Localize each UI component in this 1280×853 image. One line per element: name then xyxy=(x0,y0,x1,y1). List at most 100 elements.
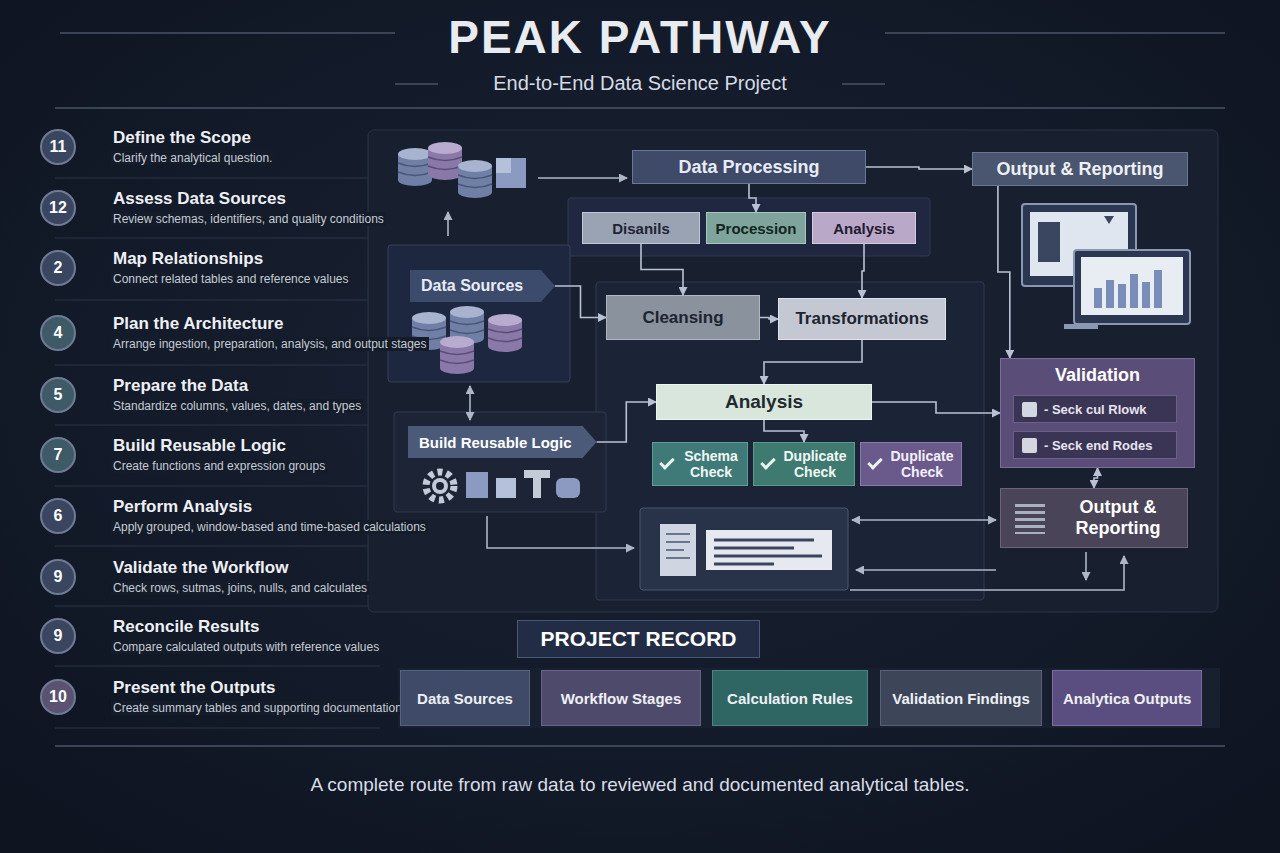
document-illustration xyxy=(666,534,690,558)
step-number: 9 xyxy=(40,618,76,654)
list-icon xyxy=(1015,504,1045,534)
list-icon xyxy=(1022,438,1037,453)
monitor-illustration xyxy=(1038,222,1060,262)
block-icons xyxy=(556,478,580,498)
flow-arrow xyxy=(469,386,471,420)
record-tab: Workflow Stages xyxy=(541,670,701,726)
connector xyxy=(764,420,804,442)
logic-tag: Build Reusable Logic xyxy=(408,426,597,458)
step-separators xyxy=(55,238,380,239)
output-box: Output & Reporting xyxy=(972,152,1188,186)
flow-arrow xyxy=(447,212,449,236)
step-separators xyxy=(55,728,380,729)
node-text: 6 xyxy=(54,507,63,525)
connector xyxy=(872,402,1000,413)
step-separators xyxy=(55,606,380,607)
record-heading: PROJECT RECORD xyxy=(517,620,760,658)
node-text: PROJECT RECORD xyxy=(540,627,736,651)
node-text: 4 xyxy=(54,324,63,342)
node-text: 2 xyxy=(54,259,63,277)
node-text: Data Processing xyxy=(678,157,819,178)
monitor-illustration xyxy=(1074,250,1190,324)
document-illustration xyxy=(640,508,848,590)
node-text: Output & Reporting xyxy=(1057,497,1179,539)
gear-icon xyxy=(436,482,444,490)
database-icon xyxy=(458,160,492,198)
block-icons xyxy=(533,478,541,498)
stage-box: Analysis xyxy=(812,212,916,244)
node-text: - Seck end Rodes xyxy=(1044,438,1152,453)
rule-lines xyxy=(55,745,1225,747)
gear-icon xyxy=(426,472,454,500)
node-text: - Seck cul Rlowk xyxy=(1044,402,1147,417)
monitor-illustration xyxy=(1094,270,1162,308)
node-text: 9 xyxy=(54,568,63,586)
check-icon xyxy=(867,454,883,470)
check-icon xyxy=(760,454,776,470)
node-text: Analysis xyxy=(833,220,895,237)
check-icon xyxy=(659,454,675,470)
record-tab: Data Sources xyxy=(400,670,530,726)
step-heading: Validate the Workflow xyxy=(113,558,288,578)
node-text: 5 xyxy=(54,386,63,404)
node-text: 10 xyxy=(49,688,67,706)
sources-panel xyxy=(388,245,570,382)
check-box: Schema Check xyxy=(652,442,748,486)
step-heading: Build Reusable Logic xyxy=(113,436,286,456)
node-text: Output & Reporting xyxy=(997,159,1164,180)
step-heading: Perform Analysis xyxy=(113,497,252,517)
monitor-illustration xyxy=(1022,204,1190,329)
step-description: Review schemas, identifiers, and quality… xyxy=(111,212,386,226)
step-description: Create functions and expression groups xyxy=(111,459,327,473)
analysis-box: Analysis xyxy=(656,384,872,420)
connector xyxy=(760,318,778,320)
record-tab: Analytica Outputs xyxy=(1052,670,1202,726)
database-icon xyxy=(428,142,462,180)
monitor-illustration xyxy=(1118,284,1126,308)
monitor-illustration xyxy=(1081,257,1183,315)
monitor-illustration xyxy=(1094,288,1102,308)
rule-lines xyxy=(55,107,1225,109)
step-description: Apply grouped, window-based and time-bas… xyxy=(111,520,428,534)
connector xyxy=(998,186,1010,358)
step-separators xyxy=(55,486,380,487)
check-box: Duplicate Check xyxy=(860,442,962,486)
step-heading: Prepare the Data xyxy=(113,376,248,396)
step-heading: Define the Scope xyxy=(113,128,251,148)
step-number: 12 xyxy=(40,190,76,226)
node-text: Validation Findings xyxy=(892,690,1030,707)
process-box: Data Processing xyxy=(632,150,866,184)
step-separators xyxy=(55,365,380,366)
step-number: 6 xyxy=(40,498,76,534)
database-icon xyxy=(440,336,474,374)
node-text: Validation xyxy=(1001,365,1194,386)
step-separators xyxy=(55,666,380,667)
record-tab: Calculation Rules xyxy=(712,670,868,726)
block-icons xyxy=(466,470,580,498)
monitor-illustration xyxy=(1106,280,1114,308)
rule-lines xyxy=(60,32,395,34)
connector xyxy=(641,244,683,295)
block-icons xyxy=(524,470,550,478)
node-text: Cleansing xyxy=(642,308,723,328)
step-number: 10 xyxy=(40,679,76,715)
connector xyxy=(555,286,606,318)
flow-arrow xyxy=(856,569,996,571)
step-heading: Map Relationships xyxy=(113,249,263,269)
flow-arrow xyxy=(538,177,627,179)
monitor-illustration xyxy=(1130,274,1138,308)
monitor-illustration xyxy=(1142,282,1150,308)
block-icons xyxy=(466,472,488,498)
source-tag: Data Sources xyxy=(410,270,555,302)
step-separators xyxy=(55,546,380,547)
validation-panel: Validation - Seck cul Rlowk - Seck end Rod… xyxy=(1000,358,1195,468)
step-number: 5 xyxy=(40,377,76,413)
node-text: Disanils xyxy=(612,220,670,237)
gear-icon xyxy=(426,472,454,500)
step-description: Create summary tables and supporting doc… xyxy=(111,701,407,715)
step-description: Check rows, sutmas, joins, nulls, and ca… xyxy=(111,581,369,595)
row-panel xyxy=(568,198,930,256)
processing-panel xyxy=(596,282,984,600)
node-text: Build Reusable Logic xyxy=(419,434,572,451)
